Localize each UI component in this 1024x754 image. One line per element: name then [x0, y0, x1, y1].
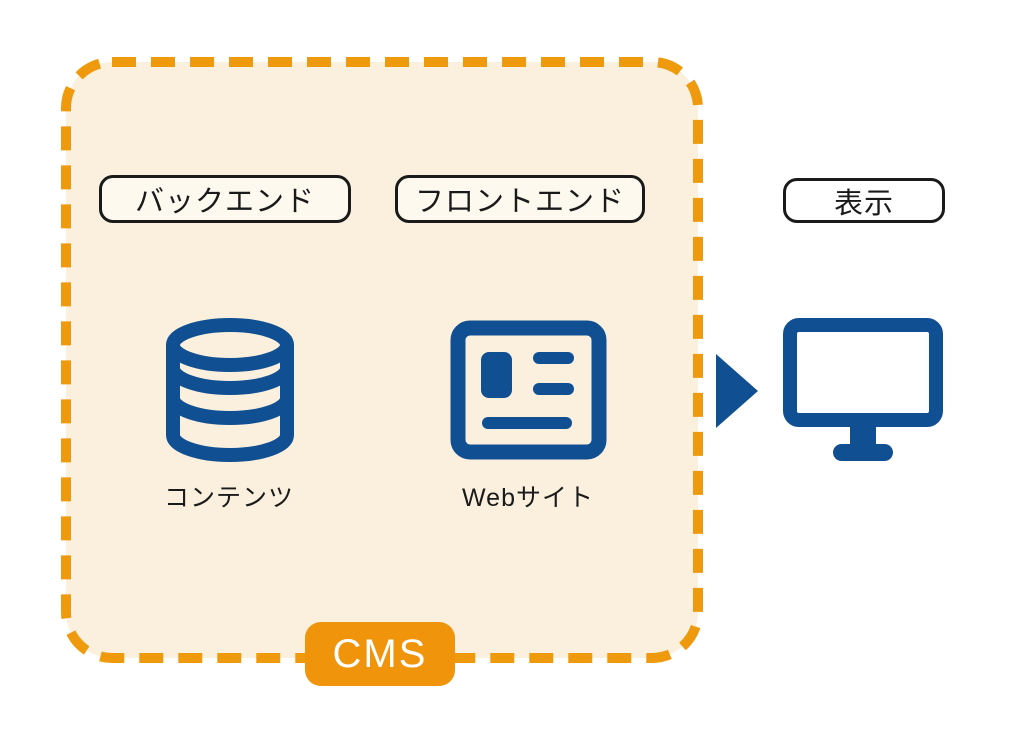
content-caption: コンテンツ — [163, 484, 294, 512]
display-label: 表示 — [783, 178, 945, 223]
cms-group-boundary — [61, 57, 703, 663]
display-label-text: 表示 — [833, 187, 894, 220]
arrow-right-icon — [716, 354, 758, 428]
frontend-label: フロントエンド — [395, 175, 645, 223]
database-icon — [166, 318, 294, 462]
cms-badge: CMS — [305, 622, 455, 686]
browser-window-icon — [450, 320, 607, 460]
cms-badge-text: CMS — [332, 631, 428, 676]
website-caption: Webサイト — [462, 484, 594, 512]
backend-label-text: バックエンド — [134, 186, 315, 218]
backend-label: バックエンド — [99, 175, 351, 223]
monitor-icon — [783, 318, 943, 461]
frontend-label-text: フロントエンド — [414, 186, 625, 218]
